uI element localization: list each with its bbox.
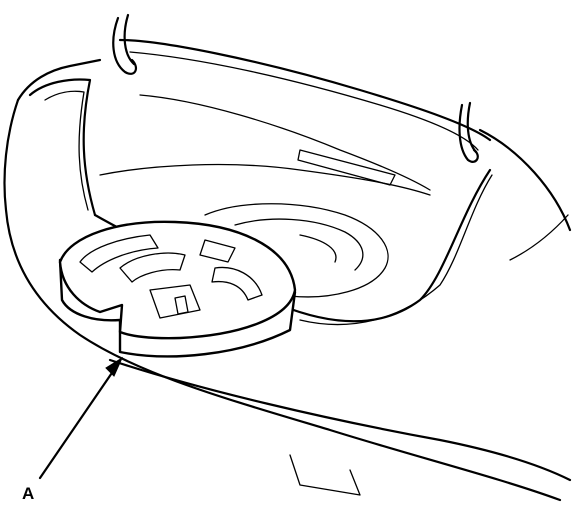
right-hinge-arm <box>466 101 478 154</box>
trunk-opening-left-inner <box>44 90 89 211</box>
bumper-edge <box>108 358 572 482</box>
right-fender-line <box>478 128 572 232</box>
trunk-opening-left <box>28 78 97 217</box>
spare-well-outer <box>204 203 389 298</box>
spare-well-inner <box>234 218 364 271</box>
bumper-lower <box>289 454 361 496</box>
tray-slot-6 <box>174 295 189 315</box>
trunk-lid-inner <box>129 51 479 151</box>
floor-latch <box>297 149 396 186</box>
trunk-seal-line <box>299 174 493 326</box>
right-quarter-line <box>509 214 569 261</box>
spare-well-ring <box>299 234 337 263</box>
tool-tray-top <box>58 220 297 340</box>
tray-slot-4 <box>211 266 263 301</box>
trunk-floor <box>99 163 431 196</box>
left-hinge-arm <box>123 13 136 66</box>
callout-letter-a: A <box>22 484 35 503</box>
trunk-back-wall <box>139 94 431 191</box>
trunk-lid-edge <box>118 38 492 142</box>
rear-fender-line <box>16 58 102 102</box>
left-hinge <box>112 16 138 75</box>
tray-slot-2 <box>119 252 186 283</box>
tray-slot-3 <box>199 239 236 263</box>
tray-slot-5 <box>149 284 201 319</box>
car-body-outline <box>3 98 562 502</box>
callout-leader-line <box>38 362 120 480</box>
right-hinge <box>458 103 479 163</box>
callout-arrowhead <box>105 356 124 377</box>
tray-slot-1 <box>79 234 159 273</box>
